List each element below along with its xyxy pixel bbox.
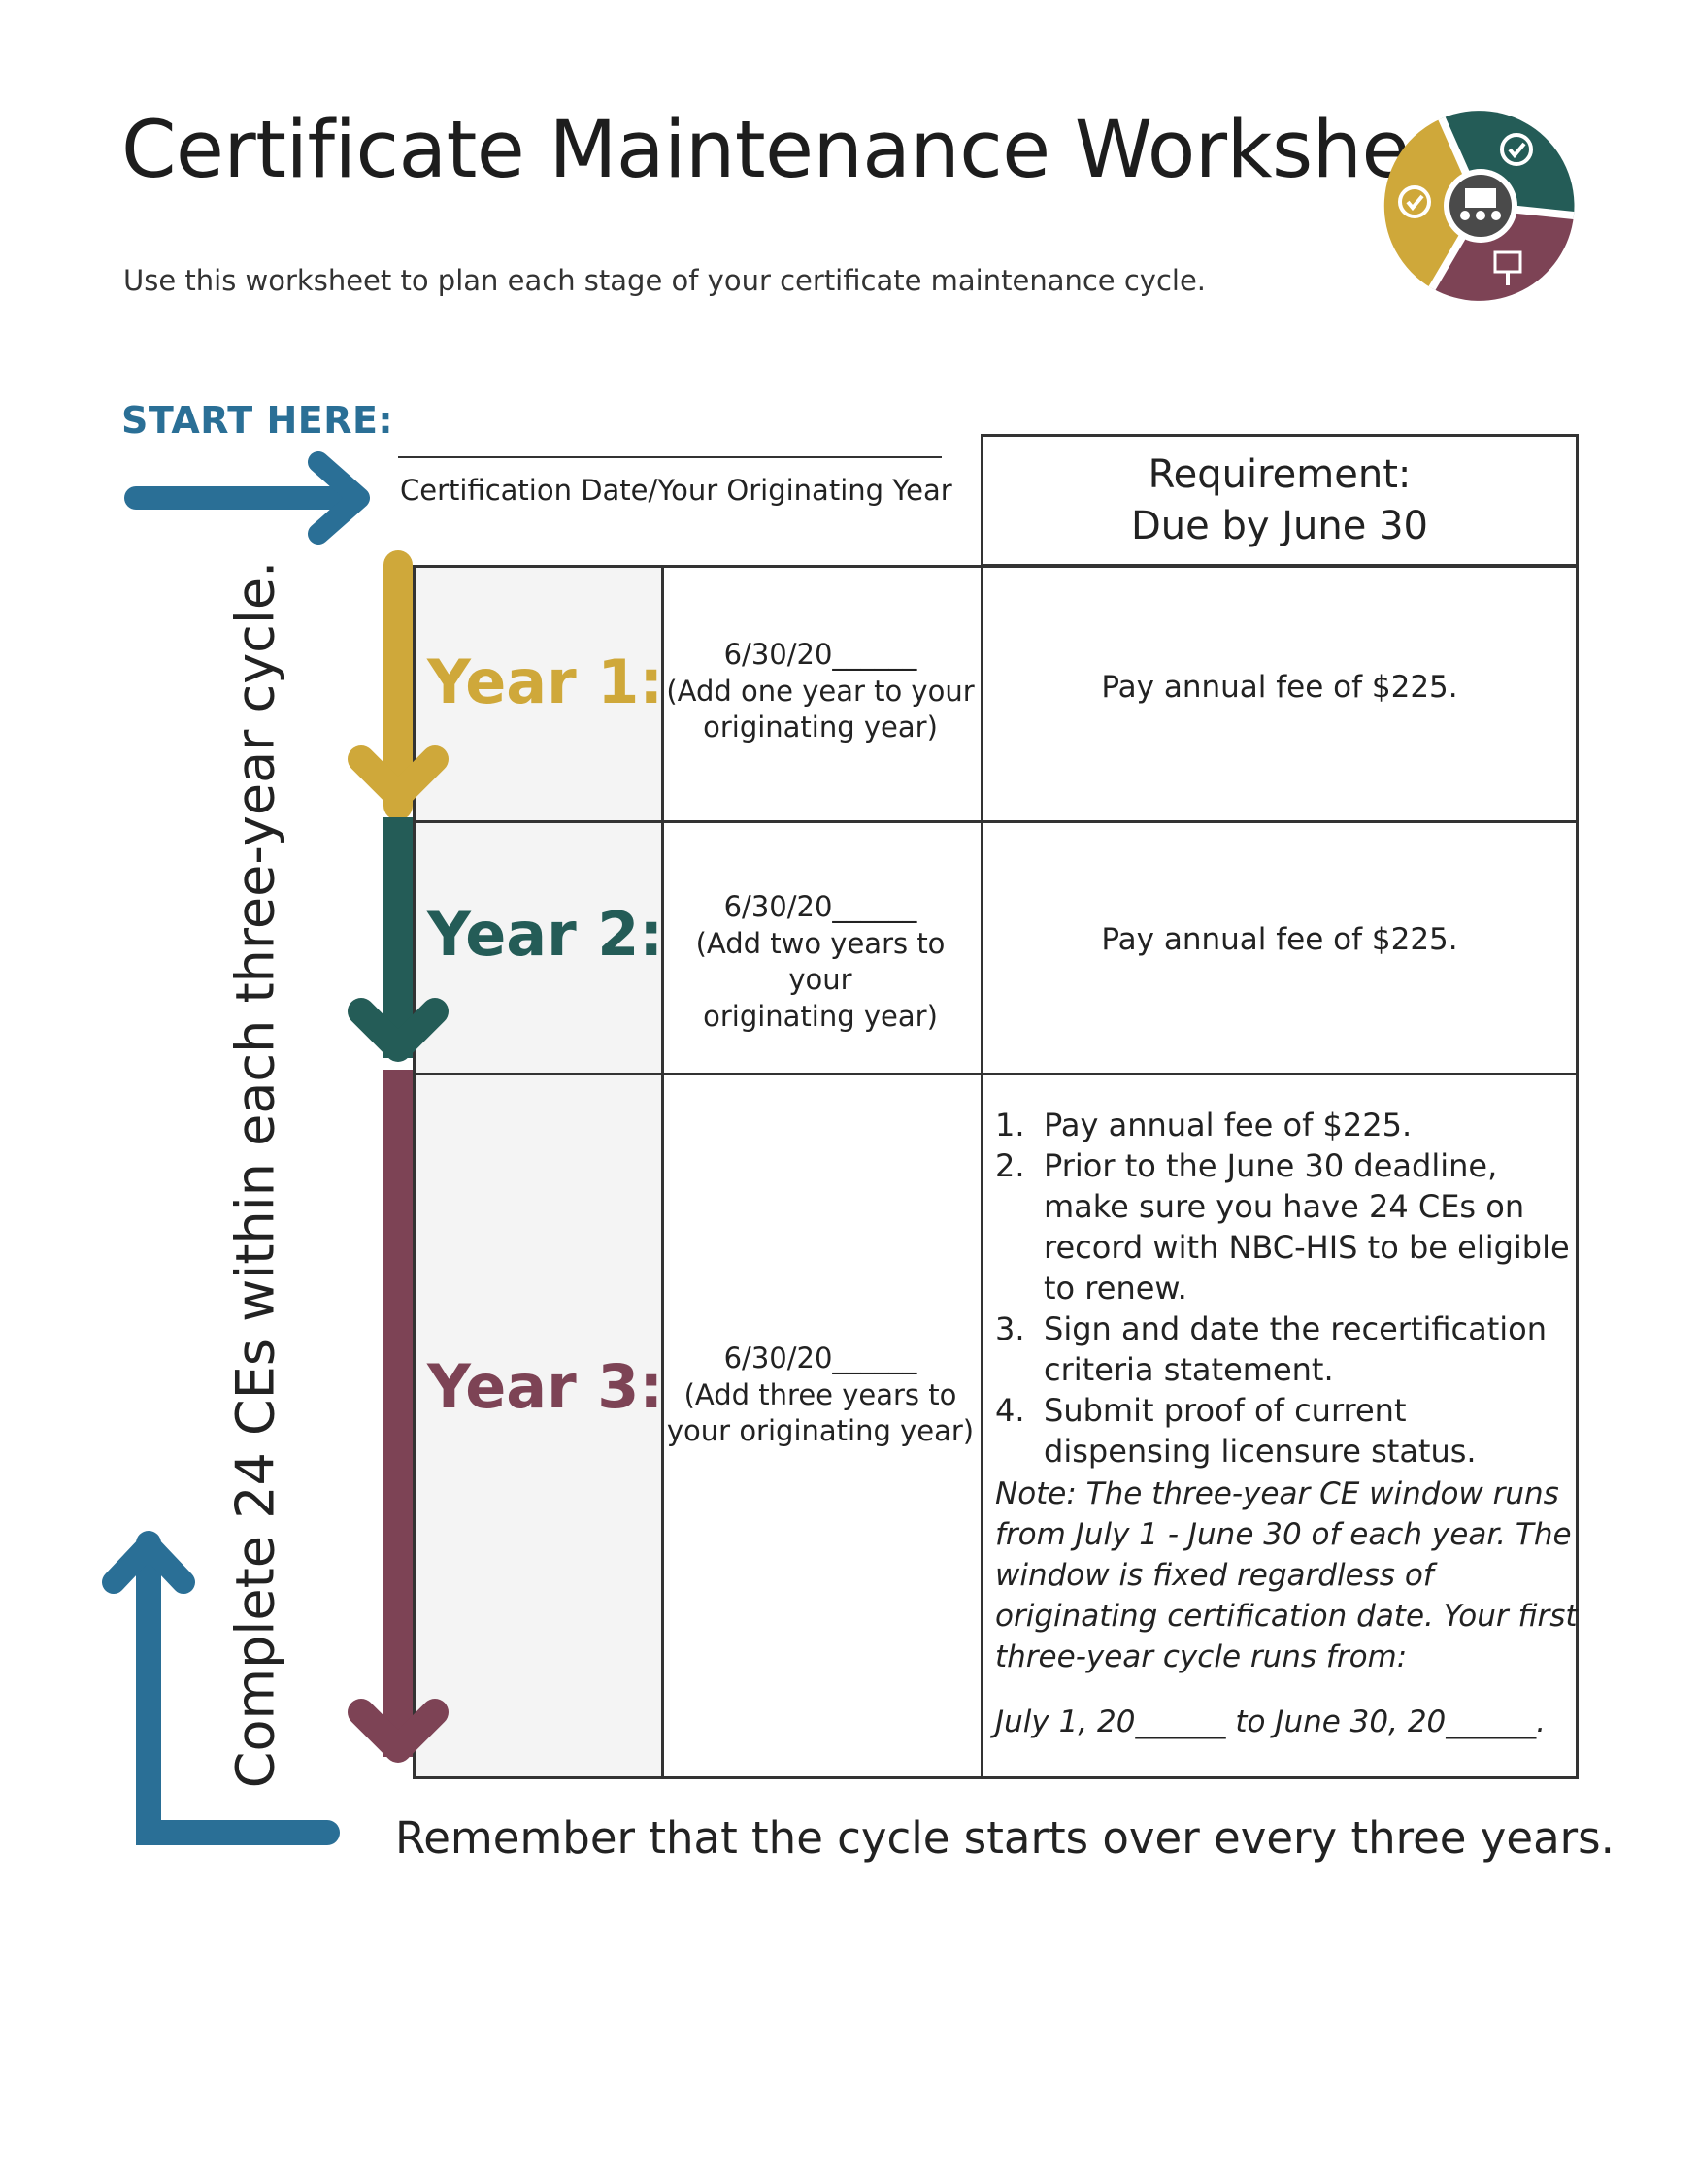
list-item: 2. Prior to the June 30 deadline, make su… [995,1145,1578,1308]
cycle-logo [1383,111,1575,301]
list-number: 1. [995,1107,1025,1143]
column-divider [981,568,983,1776]
footer-reminder: Remember that the cycle starts over ever… [395,1812,1615,1864]
year2-date: 6/30/20______ [723,890,917,923]
year3-date: 6/30/20______ [723,1341,917,1374]
year2-date-cell: 6/30/20______ (Add two years to your ori… [660,889,981,1036]
year1-date-note: (Add one year to your [666,674,975,708]
ce-window-note: Note: The three-year CE window runs from… [995,1476,1578,1674]
start-arrow-icon [124,451,370,545]
requirement-header-line2: Due by June 30 [1131,503,1428,548]
year3-date-note: (Add three years to [683,1377,957,1411]
year1-requirement: Pay annual fee of $225. [1101,670,1458,705]
year2-date-note: (Add two years to your [695,926,946,997]
year2-date-note: originating year) [703,1000,938,1034]
list-item: 4. Submit proof of current dispensing lic… [995,1390,1578,1472]
year3-label: Year 3: [427,1351,664,1422]
list-item: 3. Sign and date the recertification crit… [995,1308,1578,1390]
originating-year-label: Certification Date/Your Originating Year [400,474,952,507]
check-icon [1500,133,1533,166]
page-subtitle: Use this worksheet to plan each stage of… [123,264,1207,297]
year3-date-cell: 6/30/20______ (Add three years to your o… [660,1340,981,1450]
list-number: 3. [995,1310,1025,1347]
list-text: Sign and date the recertification criter… [1044,1310,1548,1388]
row-divider [416,1073,1576,1075]
year1-date-note: originating year) [703,711,938,745]
originating-year-line [398,456,942,458]
timeline-arrows [348,550,449,1763]
list-number: 4. [995,1392,1025,1429]
year1-label: Year 1: [427,646,664,717]
presentation-icon [1460,188,1501,220]
column-divider [661,568,664,1776]
row-divider [416,820,1576,823]
year2-label: Year 2: [427,899,664,970]
year1-date-cell: 6/30/20______ (Add one year to your orig… [660,637,981,746]
list-text: Prior to the June 30 deadline, make sure… [1044,1147,1570,1307]
check-icon [1398,185,1431,218]
start-here-label: START HERE: [121,399,394,442]
list-item: 1. Pay annual fee of $225. [995,1105,1578,1145]
year-label-column [416,568,661,1776]
requirement-header: Requirement: Due by June 30 [981,434,1579,567]
page-title: Certificate Maintenance Worksheet [121,105,1488,196]
cycle-range: July 1, 20______ to June 30, 20______. [995,1704,1547,1739]
year1-date: 6/30/20______ [723,638,917,671]
return-arrow-icon [102,1531,340,1845]
certificate-icon [1493,250,1522,285]
list-text: Pay annual fee of $225. [1044,1107,1413,1143]
list-number: 2. [995,1147,1025,1184]
list-text: Submit proof of current dispensing licen… [1044,1392,1477,1470]
year2-requirement: Pay annual fee of $225. [1101,922,1458,957]
year3-date-note: your originating year) [666,1414,975,1448]
worksheet-table [413,565,1579,1779]
requirement-header-line1: Requirement: [1148,451,1412,497]
year3-requirements-list: 1. Pay annual fee of $225. 2. Prior to the… [995,1105,1578,1472]
